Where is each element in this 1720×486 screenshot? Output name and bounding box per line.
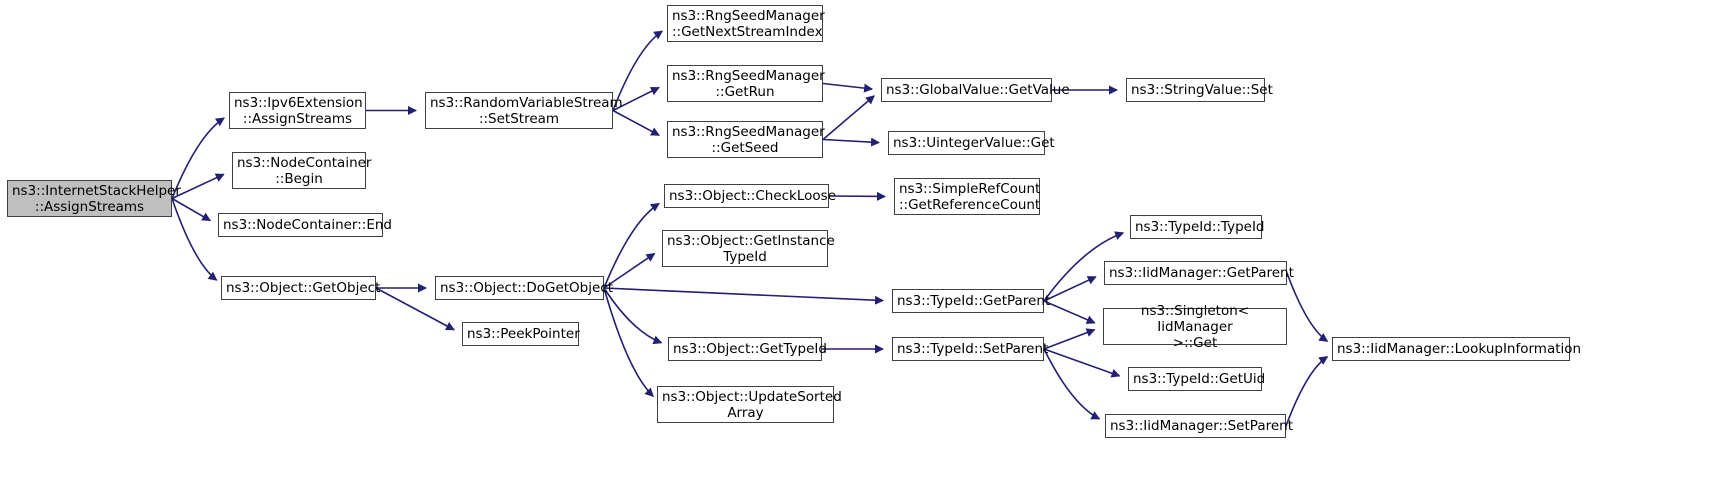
graph-edge xyxy=(1043,276,1097,302)
graph-node-label: ns3::IidManager::LookupInformation xyxy=(1337,341,1582,357)
graph-node[interactable]: ns3::Object::DoGetObject xyxy=(435,276,614,300)
graph-edge xyxy=(1285,356,1329,427)
graph-node[interactable]: ns3::UintegerValue::Get xyxy=(888,131,1055,155)
graph-node[interactable]: ns3::Ipv6Extension ::AssignStreams xyxy=(229,92,366,129)
graph-node[interactable]: ns3::RngSeedManager ::GetSeed xyxy=(667,121,825,158)
graph-node[interactable]: ns3::TypeId::GetUid xyxy=(1128,367,1266,391)
graph-node-label: ns3::RandomVariableStream ::SetStream xyxy=(430,94,623,127)
graph-node[interactable]: ns3::Object::GetObject xyxy=(221,276,381,300)
graph-node-label: ns3::TypeId::GetParent xyxy=(897,293,1051,309)
graph-edge xyxy=(822,95,875,141)
graph-edge xyxy=(603,202,660,289)
graph-node-label: ns3::GlobalValue::GetValue xyxy=(886,82,1070,98)
graph-node-label: ns3::RngSeedManager ::GetNextStreamIndex xyxy=(672,7,825,40)
graph-node-label: ns3::Object::GetInstance TypeId xyxy=(667,232,835,265)
graph-node-label: ns3::TypeId::SetParent xyxy=(897,341,1049,357)
graph-edge xyxy=(1043,348,1101,420)
graph-node-label: ns3::NodeContainer ::Begin xyxy=(237,154,372,187)
graph-node-label: ns3::StringValue::Set xyxy=(1131,82,1273,98)
graph-node-label: ns3::RngSeedManager ::GetRun xyxy=(672,67,825,100)
graph-node-label: ns3::SimpleRefCount ::GetReferenceCount xyxy=(899,180,1041,213)
graph-node[interactable]: ns3::IidManager::GetParent xyxy=(1104,261,1294,285)
graph-node[interactable]: ns3::GlobalValue::GetValue xyxy=(881,78,1070,102)
graph-edge xyxy=(603,287,885,305)
graph-node-label: ns3::Singleton< IidManager >::Get xyxy=(1140,302,1250,351)
graph-node-label: ns3::Object::GetTypeId xyxy=(673,341,827,357)
graph-node-label: ns3::PeekPointer xyxy=(467,326,580,342)
graph-edge xyxy=(603,287,663,345)
graph-node[interactable]: ns3::Object::CheckLoose xyxy=(664,184,837,208)
graph-node[interactable]: ns3::Singleton< IidManager >::Get xyxy=(1103,303,1287,351)
graph-node-label: ns3::TypeId::TypeId xyxy=(1135,219,1265,235)
graph-node-label: ns3::Ipv6Extension ::AssignStreams xyxy=(234,94,363,127)
graph-node[interactable]: ns3::TypeId::TypeId xyxy=(1130,215,1265,239)
graph-node-label: ns3::TypeId::GetUid xyxy=(1133,371,1266,387)
graph-node[interactable]: ns3::IidManager::LookupInformation xyxy=(1332,337,1582,361)
graph-node-label: ns3::Object::GetObject xyxy=(226,280,381,296)
graph-node[interactable]: ns3::RandomVariableStream ::SetStream xyxy=(425,92,623,129)
graph-node-label: ns3::NodeContainer::End xyxy=(223,217,392,233)
graph-node[interactable]: ns3::Object::GetInstance TypeId xyxy=(662,230,835,267)
graph-edge xyxy=(171,198,218,281)
graph-node-label: ns3::RngSeedManager ::GetSeed xyxy=(672,123,825,156)
graph-node-label: ns3::IidManager::GetParent xyxy=(1109,265,1294,281)
graph-node[interactable]: ns3::TypeId::SetParent xyxy=(892,337,1049,361)
graph-node-label: ns3::Object::UpdateSorted Array xyxy=(662,388,842,421)
graph-node[interactable]: ns3::TypeId::GetParent xyxy=(892,289,1051,313)
graph-node[interactable]: ns3::PeekPointer xyxy=(462,322,580,346)
graph-edge xyxy=(822,82,874,93)
graph-node-label: ns3::UintegerValue::Get xyxy=(893,135,1055,151)
graph-node[interactable]: ns3::RngSeedManager ::GetNextStreamIndex xyxy=(667,5,825,42)
graph-node[interactable]: ns3::RngSeedManager ::GetRun xyxy=(667,65,825,102)
graph-node[interactable]: ns3::SimpleRefCount ::GetReferenceCount xyxy=(894,178,1040,215)
graph-edge xyxy=(1043,328,1096,350)
graph-edge xyxy=(171,197,212,222)
graph-node[interactable]: ns3::NodeContainer::End xyxy=(218,213,392,237)
graph-edge xyxy=(1286,272,1329,342)
graph-edge xyxy=(603,287,654,398)
graph-node-label: ns3::IidManager::SetParent xyxy=(1110,418,1293,434)
graph-edge xyxy=(1043,348,1121,378)
graph-node-label: ns3::Object::CheckLoose xyxy=(669,188,837,204)
graph-node[interactable]: ns3::Object::GetTypeId xyxy=(668,337,827,361)
graph-edge xyxy=(612,109,660,136)
graph-node-label: ns3::InternetStackHelper ::AssignStreams xyxy=(12,182,181,215)
graph-node[interactable]: ns3::InternetStackHelper ::AssignStreams xyxy=(7,180,181,217)
graph-node[interactable]: ns3::IidManager::SetParent xyxy=(1105,414,1293,438)
graph-edge xyxy=(1043,300,1096,324)
graph-node[interactable]: ns3::Object::UpdateSorted Array xyxy=(657,386,842,423)
graph-edge xyxy=(822,137,881,147)
graph-node[interactable]: ns3::StringValue::Set xyxy=(1126,78,1273,102)
graph-node-label: ns3::Object::DoGetObject xyxy=(440,280,614,296)
graph-node[interactable]: ns3::NodeContainer ::Begin xyxy=(232,152,372,189)
